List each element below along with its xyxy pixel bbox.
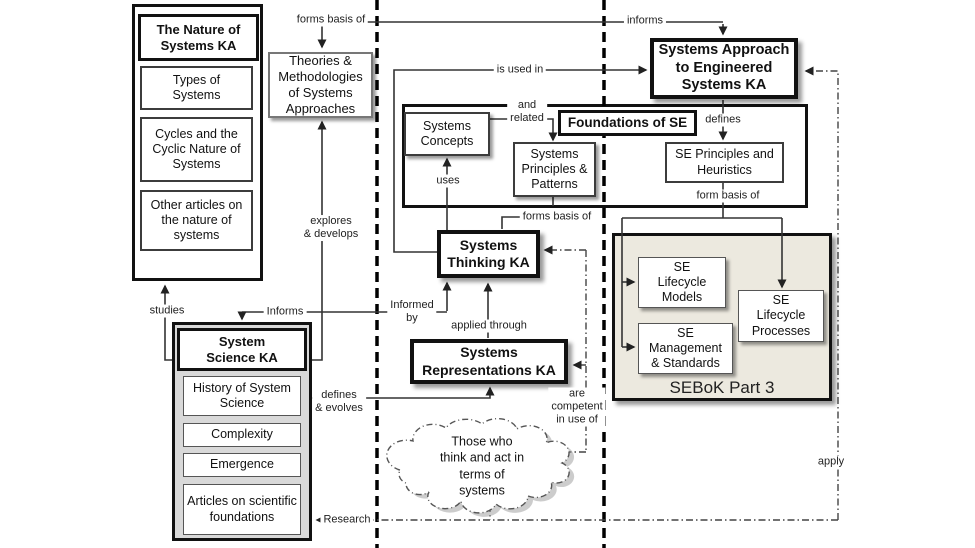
edge-label-defines-evolves: defines & evolves [312,389,366,415]
node-complexity: Complexity [183,423,301,447]
edge-label-apply: apply [814,455,848,469]
edge-label-are-competent: are competent in use of [548,387,606,427]
edge-label-form-basis-of: form basis of [693,189,763,203]
edge-label-informed-by: Informed by [387,299,437,325]
node-scientific-foundations: Articles on scientific foundations [183,484,301,535]
node-systems-thinking-ka: Systems Thinking KA [437,230,540,278]
science-ka-header: System Science KA [177,328,307,371]
section-separators [375,0,606,548]
nature-ka-header: The Nature of Systems KA [138,14,259,61]
sebok-part3-label: SEBoK Part 3 [669,378,775,397]
node-other-articles: Other articles on the nature of systems [140,190,253,251]
node-systems-concepts: Systems Concepts [404,112,490,156]
node-theories-methodologies: Theories & Methodologies of Systems Appr… [268,52,373,118]
edge-label-informs-mid: Informs [263,305,307,319]
solid-connectors [160,21,787,399]
node-emergence: Emergence [183,453,301,477]
edge-label-studies: studies [146,304,188,318]
edge-label-applied-through: applied through [448,319,530,333]
node-se-management-standards: SE Management & Standards [638,323,733,374]
edge-label-forms-basis-of-mid: forms basis of [519,210,595,224]
edge-label-research: Research [320,513,374,527]
edge-label-informs-top: informs [623,14,667,28]
edge-label-defines: defines [702,113,744,127]
edge-label-is-used-in: is used in [493,63,547,77]
node-se-principles-heuristics: SE Principles and Heuristics [665,142,784,183]
node-cycles: Cycles and the Cyclic Nature of Systems [140,117,253,182]
node-types-of-systems: Types of Systems [140,66,253,110]
node-systems-representations-ka: Systems Representations KA [410,339,568,384]
edge-label-uses: uses [433,174,463,188]
node-se-lifecycle-processes: SE Lifecycle Processes [738,290,824,342]
edge-label-and-related: and related [507,99,547,125]
cloud-label: Those who think and act in terms of syst… [439,434,525,498]
foundations-of-se-header: Foundations of SE [558,110,697,136]
cloud-shape [386,417,575,517]
edge-label-forms-basis-of-top: forms basis of [293,13,369,27]
edge-label-explores-develops: explores & develops [300,215,362,241]
node-se-lifecycle-models: SE Lifecycle Models [638,257,726,308]
node-systems-approach-ka: Systems Approach to Engineered Systems K… [650,38,798,99]
node-history: History of System Science [183,376,301,416]
node-systems-principles-patterns: Systems Principles & Patterns [513,142,596,197]
